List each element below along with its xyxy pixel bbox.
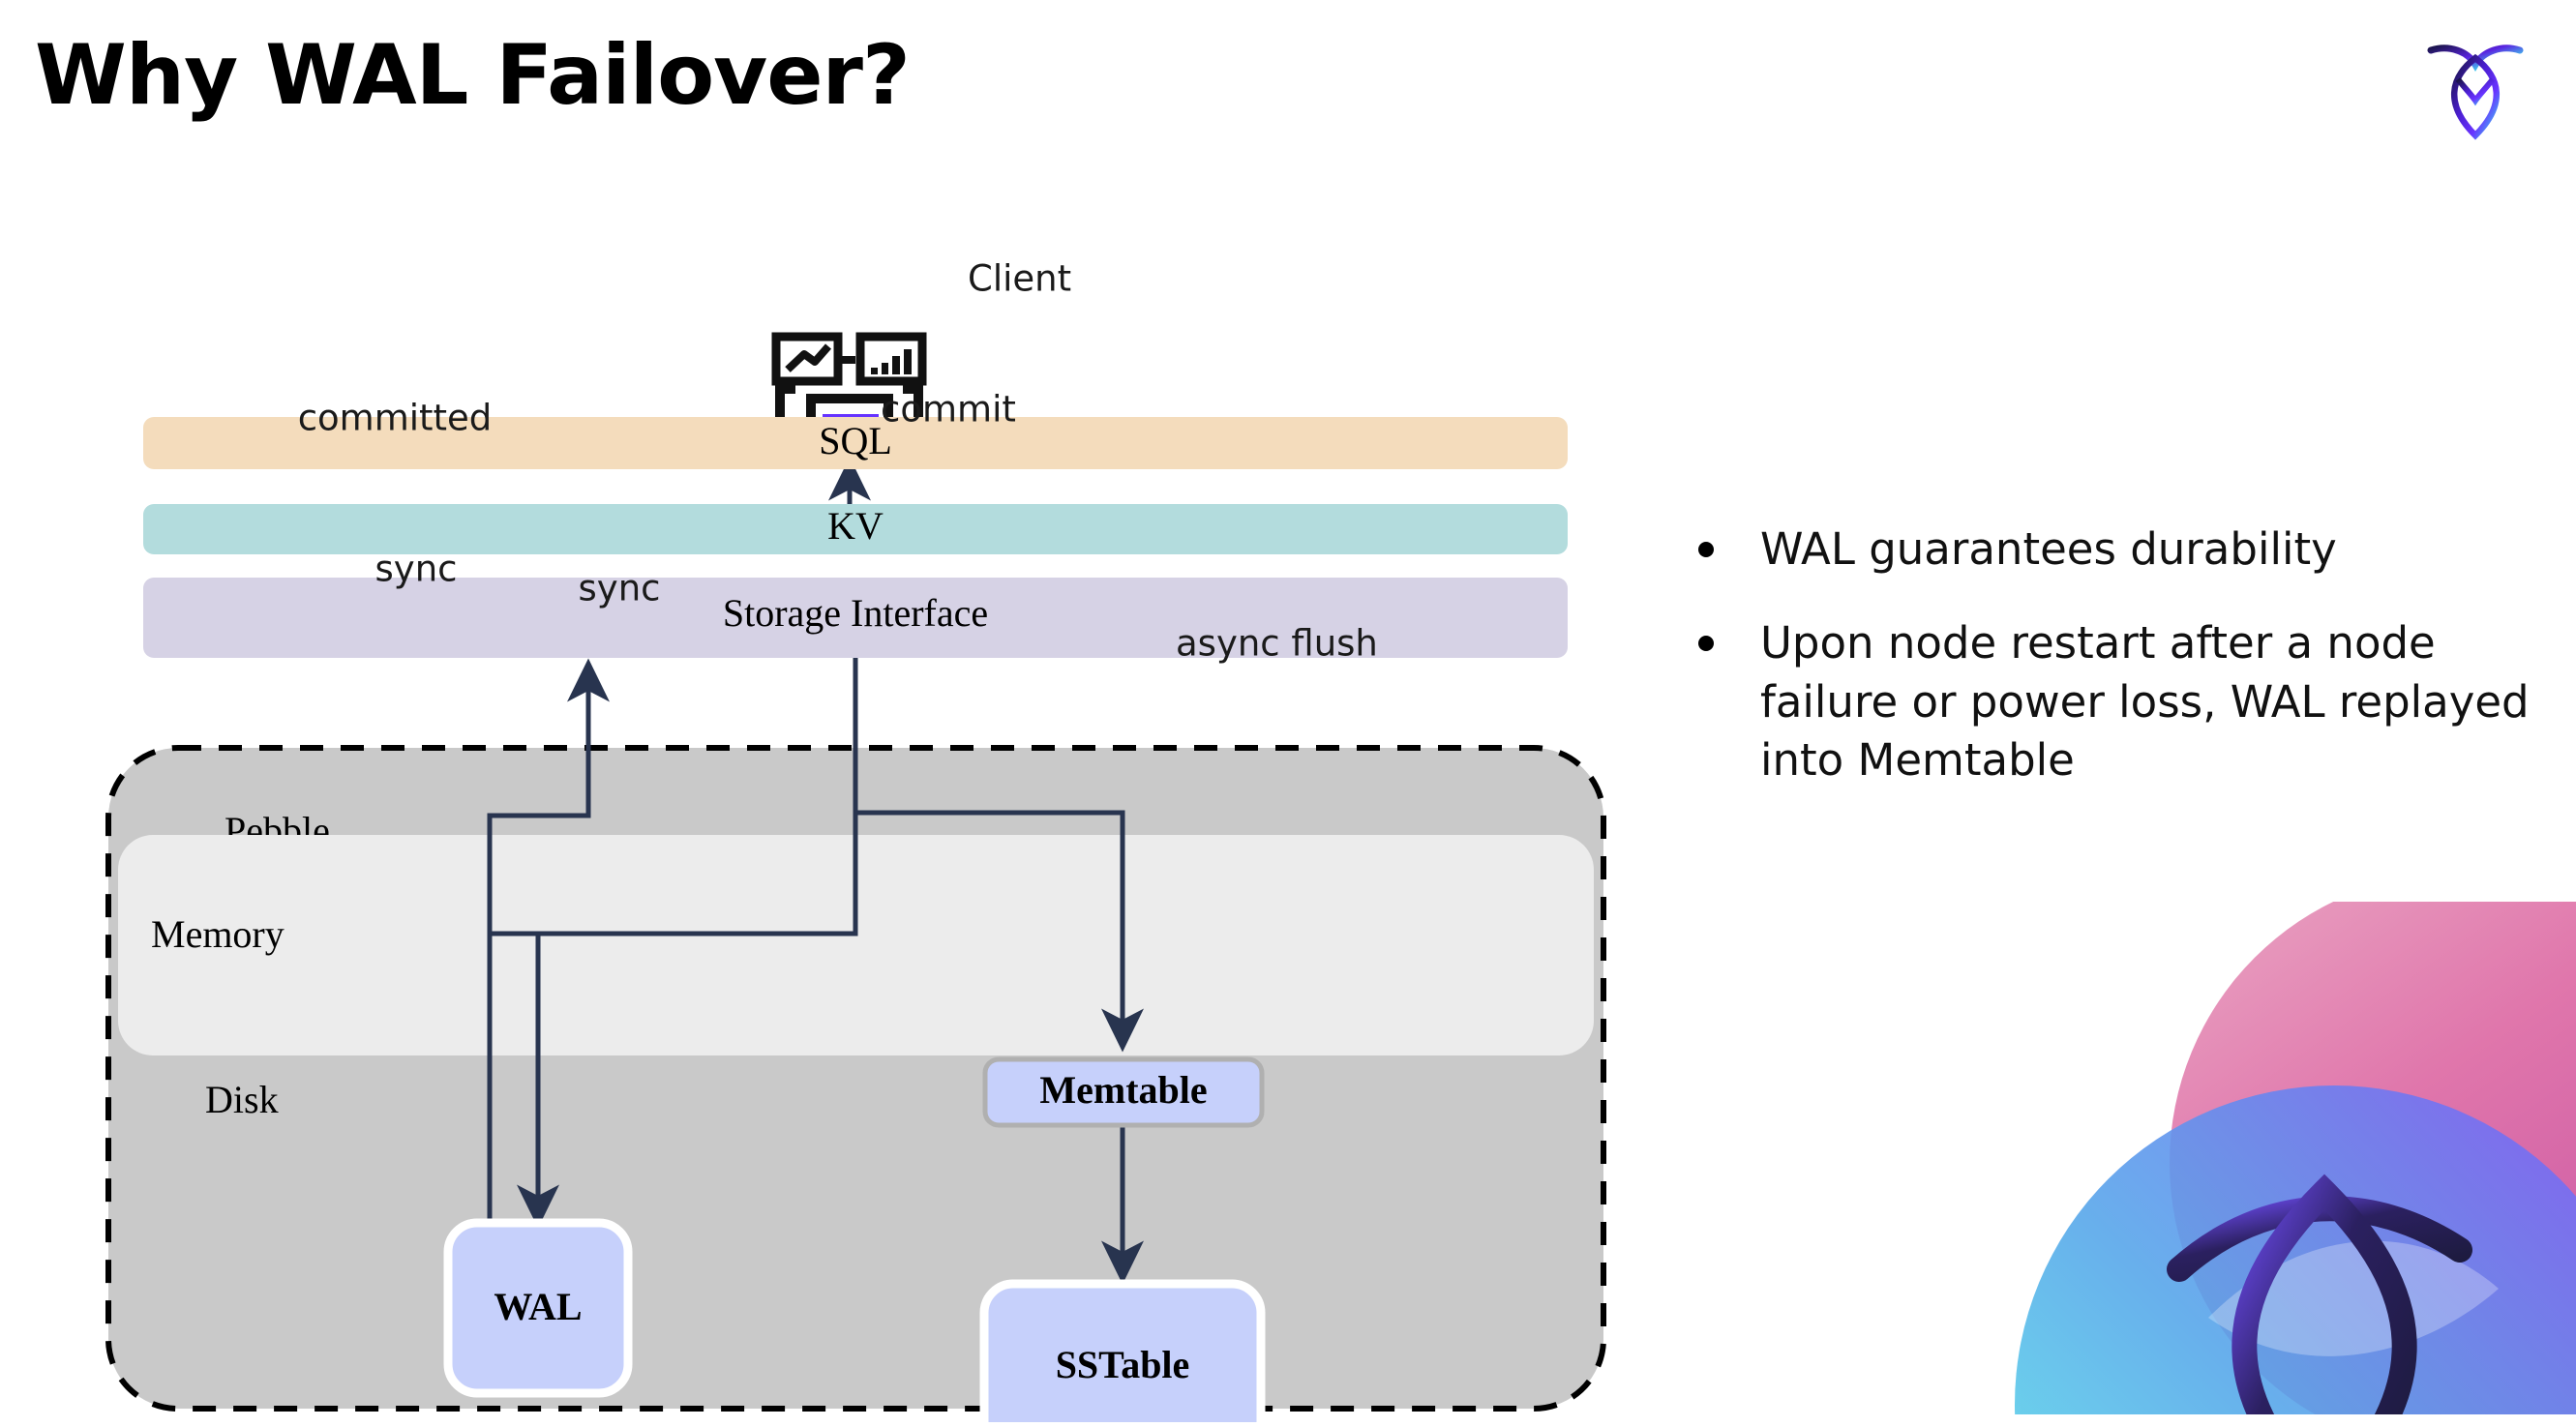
node-label-wal: WAL [494, 1285, 582, 1328]
list-item: Upon node restart after a node failure o… [1698, 614, 2531, 790]
cockroachdb-logo-icon [2427, 45, 2524, 140]
cockroachdb-logo [2417, 29, 2533, 145]
node-wal[interactable]: WAL [443, 1218, 633, 1398]
edge-committed-to-storage [487, 658, 610, 1229]
layer-bar-kv: KV [143, 504, 1568, 554]
page-title: Why WAL Failover? [35, 27, 911, 124]
bullet-dot-icon [1698, 542, 1714, 557]
roach-watermark-icon [2015, 902, 2576, 1414]
edge-label-commit: commit [881, 389, 1016, 431]
edge-commit-to-memtable [855, 810, 1144, 1053]
layer-bar-storage-interface: Storage Interface [143, 578, 1568, 658]
bullet-list: WAL guarantees durability Upon node rest… [1698, 520, 2531, 825]
layer-label-kv: KV [827, 504, 884, 548]
client-label: Client [968, 258, 1071, 300]
bullet-text: WAL guarantees durability [1760, 523, 2337, 575]
layer-label-storage-interface: Storage Interface [723, 591, 988, 635]
node-sstable[interactable]: SSTable [979, 1279, 1266, 1427]
memory-label: Memory [151, 912, 285, 956]
disk-label: Disk [205, 1078, 279, 1121]
edge-label-sync-left: sync [375, 549, 458, 590]
node-memtable[interactable]: Memtable [982, 1056, 1265, 1128]
node-label-sstable: SSTable [1056, 1343, 1190, 1386]
list-item: WAL guarantees durability [1698, 520, 2531, 580]
memory-region: Memory [118, 835, 1594, 1055]
edge-commit-to-wal-path [490, 658, 858, 936]
node-label-memtable: Memtable [1039, 1068, 1207, 1112]
edge-label-sync-right: sync [579, 568, 661, 609]
architecture-diagram: Client SQL KV Storage Interface Pebble M… [0, 135, 1645, 1427]
bullet-dot-icon [1698, 635, 1714, 651]
layer-label-sql: SQL [819, 419, 892, 462]
layer-bar-sql: SQL [143, 417, 1568, 469]
edge-label-async-flush: async flush [1176, 623, 1378, 665]
bullet-text: Upon node restart after a node failure o… [1760, 616, 2530, 787]
edge-label-committed: committed [298, 398, 493, 439]
roach-watermark [1918, 902, 2576, 1414]
